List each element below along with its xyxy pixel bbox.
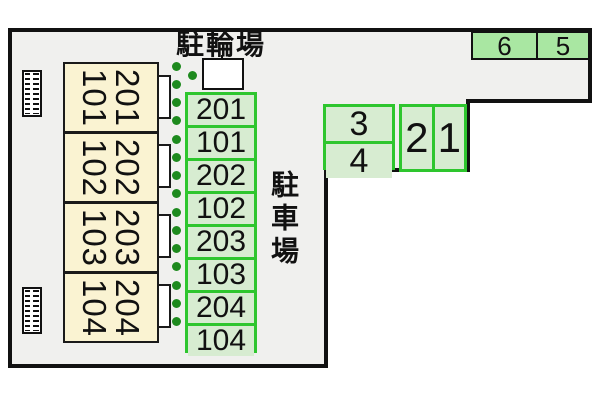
path-dot [172,317,181,326]
path-dot [172,281,181,290]
path-dot [172,299,181,308]
parking-pair-65: 6 5 [471,31,590,60]
path-dot [172,98,181,107]
path-dot [172,62,181,71]
stairs-icon [22,70,42,117]
path-dot [172,116,181,125]
parking-space: 202 [188,158,254,191]
parking-space: 1 [431,107,464,169]
parking-lot-label: 駐車場 [268,170,299,269]
parking-space: 101 [188,125,254,158]
parking-space: 3 [326,107,392,141]
parking-space: 102 [188,191,254,224]
path-dot [172,80,181,89]
parking-space: 201 [188,95,254,125]
unit-entrance [157,75,171,119]
parking-column: 201 101 202 102 203 103 204 104 [185,92,257,356]
path-dot [172,244,181,253]
path-dot [172,226,181,235]
path-dot [172,135,181,144]
parking-space: 203 [188,224,254,257]
parking-pair-21: 2 1 [399,104,467,172]
parking-pair-34: 3 4 [323,104,395,178]
parking-space: 6 [473,33,536,59]
path-dot [172,262,181,271]
parking-space: 104 [188,323,254,356]
stair-rail [30,72,33,115]
path-dot [188,71,197,80]
path-dot [172,189,181,198]
parking-space: 4 [326,141,392,178]
bicycle-parking-label: 駐輪場 [176,29,267,60]
parking-space: 103 [188,257,254,290]
parking-space: 5 [536,33,588,59]
bicycle-parking-area [202,58,244,90]
path-dot [172,171,181,180]
stair-rail [30,289,33,332]
path-dot [172,153,181,162]
unit-entrance [157,144,171,188]
parking-space: 2 [402,107,432,169]
unit-entrance [157,214,171,258]
parking-space: 204 [188,290,254,323]
path-dot [172,208,181,217]
unit-entrance [157,284,171,328]
stairs-icon [22,287,42,334]
